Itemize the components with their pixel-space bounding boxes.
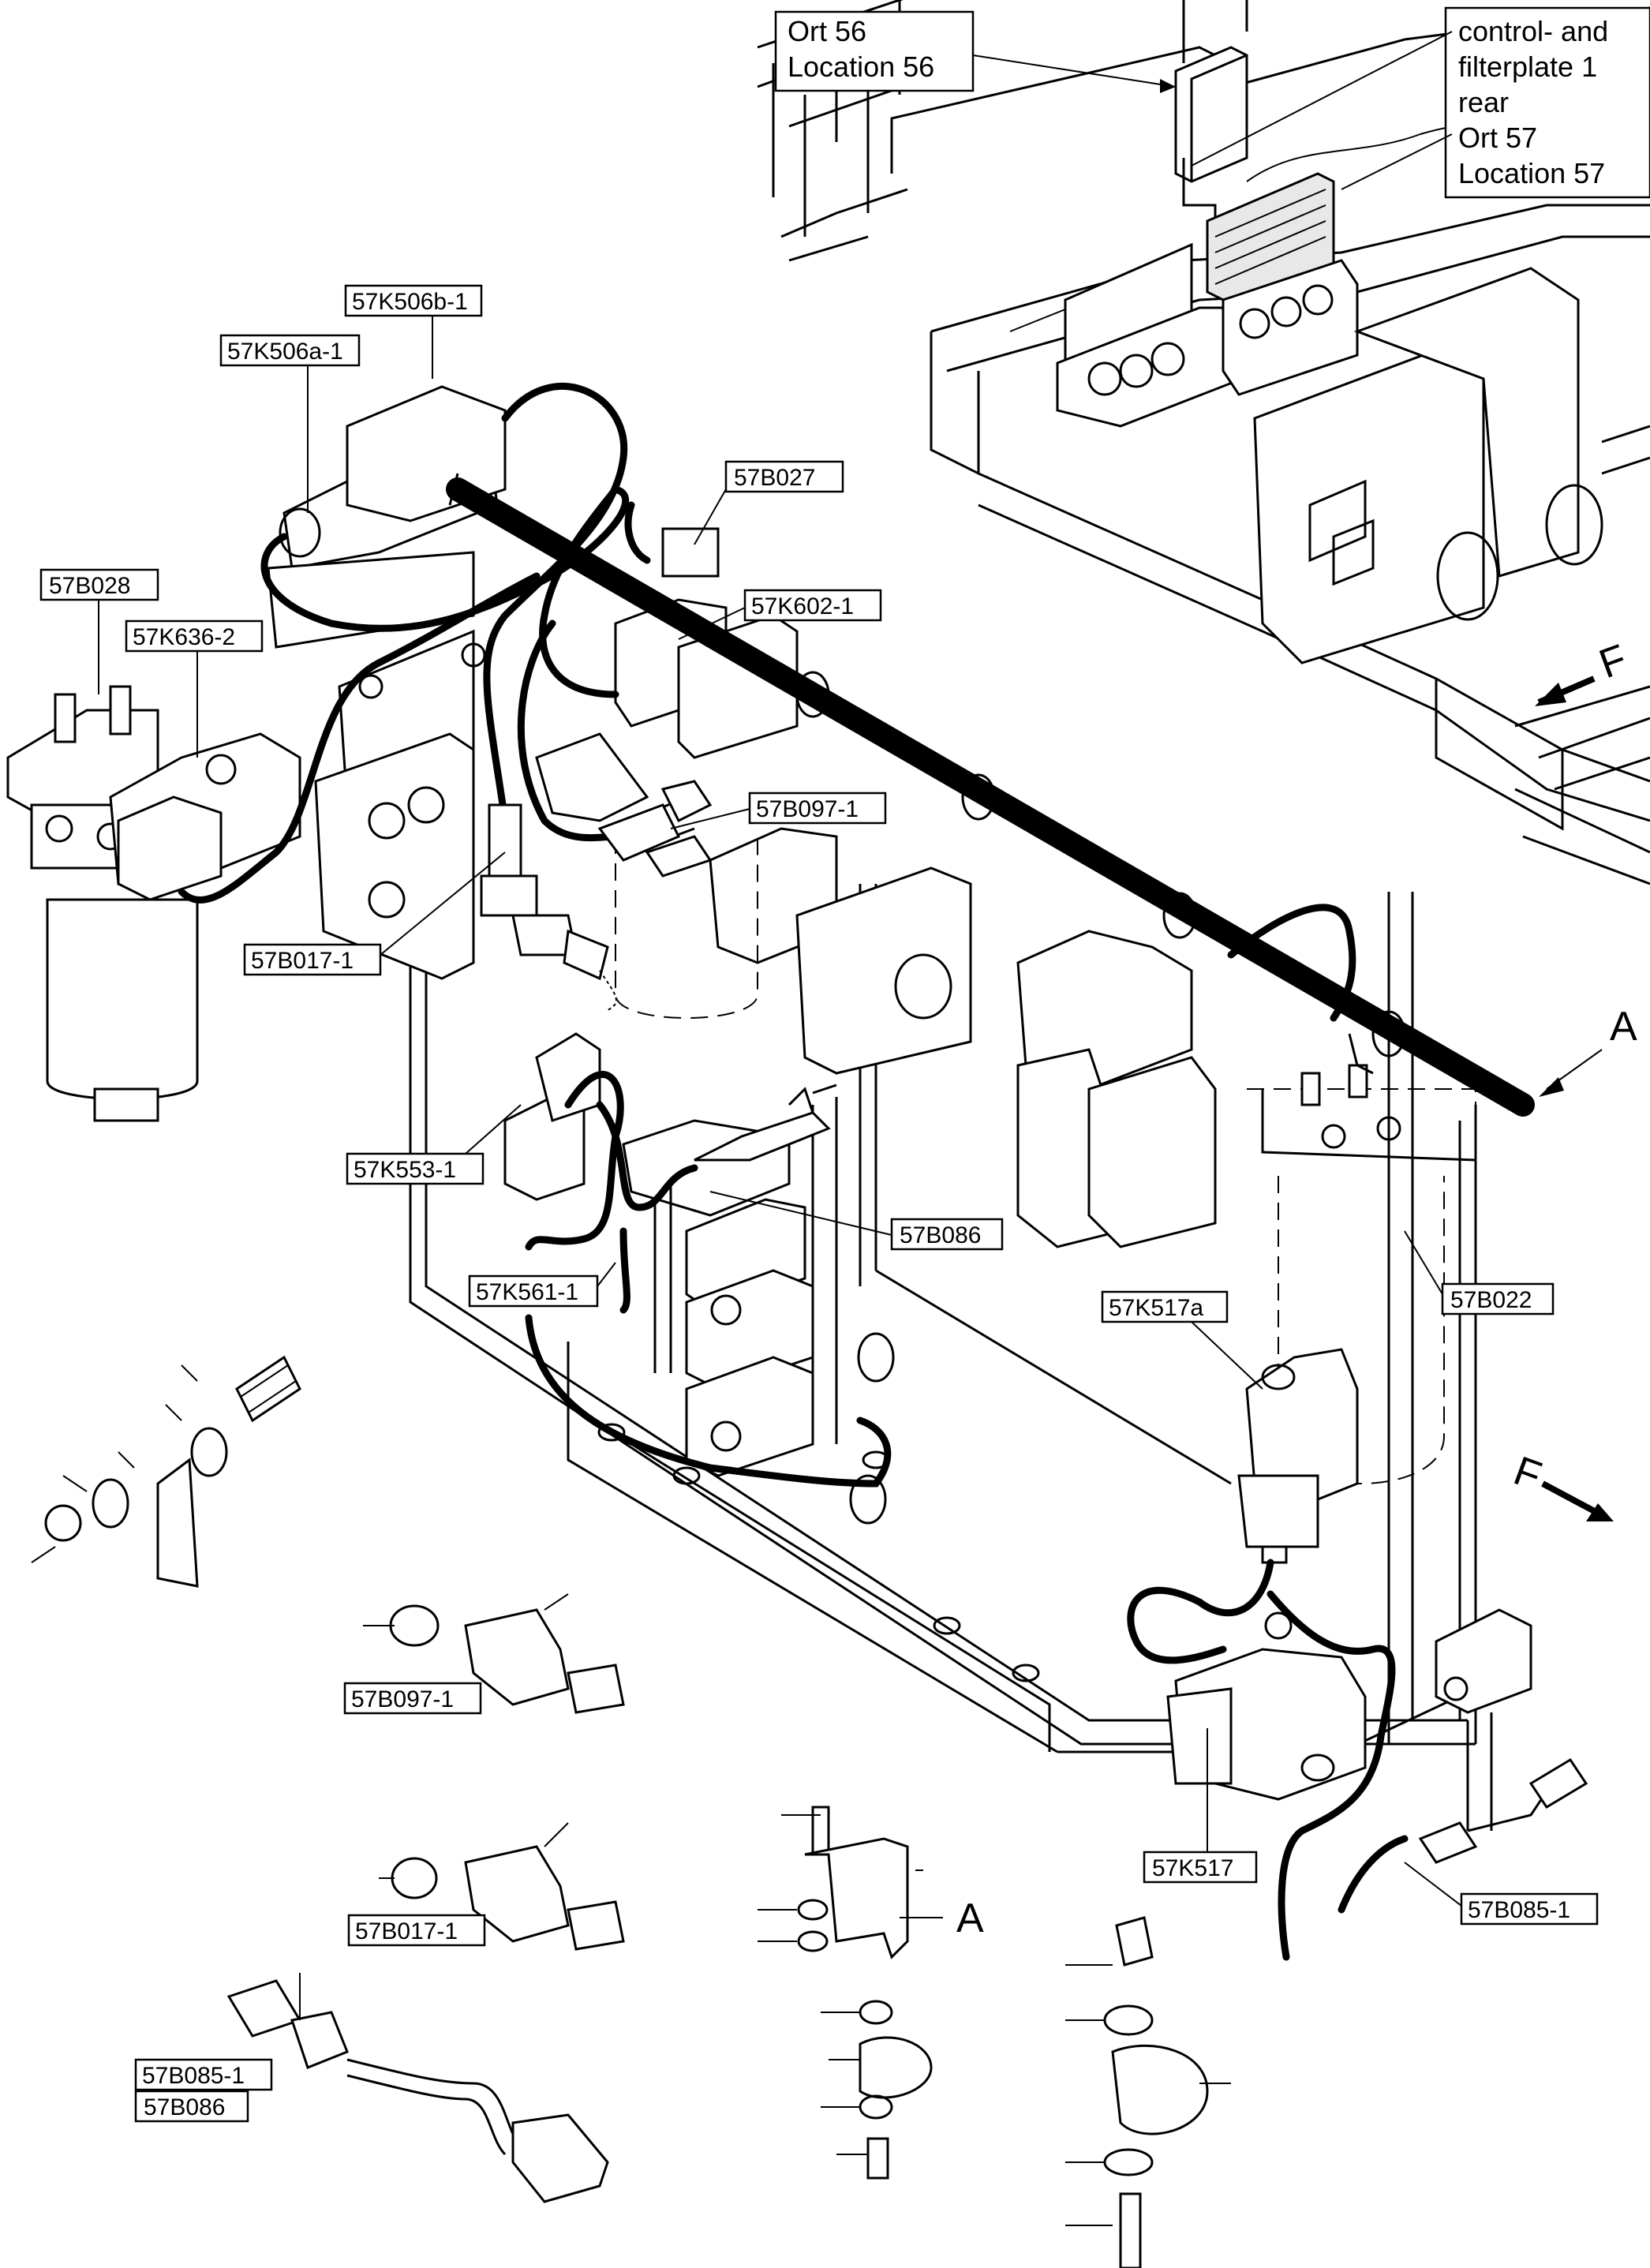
label-57b017-1-detail: 57B017-1: [347, 1914, 486, 1947]
label-57b097-1-top-text: 57B097-1: [756, 796, 859, 822]
label-57k553-1-text: 57K553-1: [354, 1157, 456, 1183]
callout-plate-line5: Location 57: [1458, 157, 1605, 189]
valve-57k506: [267, 385, 507, 980]
label-57b085-1-detail-text: 57B085-1: [142, 2063, 245, 2089]
label-57k517a: 57K517a: [1101, 1290, 1263, 1390]
label-57k636-2-text: 57K636-2: [133, 624, 235, 650]
valve-57k517a: [1237, 1348, 1359, 1564]
machine-platform: [757, 0, 1650, 885]
callout-plate-line3: rear: [1458, 86, 1509, 118]
callout-ort56-line1: Ort 56: [788, 15, 866, 47]
callout-plate-line4: Ort 57: [1458, 122, 1537, 154]
label-57k517: 57K517: [1143, 1728, 1258, 1884]
label-57b017-1-detail-text: 57B017-1: [355, 1918, 458, 1944]
label-57b028: 57B028: [39, 568, 159, 694]
sensor-57b097-1-detail: [363, 1593, 625, 1714]
label-57b022: 57B022: [1404, 1230, 1555, 1316]
valve-57k602: [535, 527, 972, 1075]
callout-plate-line2: filterplate 1: [1458, 51, 1597, 83]
label-57k517a-text: 57K517a: [1109, 1295, 1203, 1321]
label-57b027: 57B027: [694, 460, 844, 545]
callout-ort-56: Ort 56 Location 56: [774, 10, 1177, 93]
label-57b097-1-detail: 57B097-1: [343, 1682, 482, 1715]
label-57k602-1: 57K602-1: [678, 589, 882, 640]
direction-arrow-f-mid: F: [1508, 1448, 1614, 1521]
label-57k506a-1-text: 57K506a-1: [227, 339, 343, 365]
valve-center-right: [1016, 930, 1217, 1248]
sensor-57b017-1-mounted: [480, 803, 617, 1011]
sensor-57b017-1-detail: [379, 1822, 625, 1951]
direction-f-mid-text: F: [1508, 1448, 1547, 1499]
label-57b085-1-detail: 57B085-1: [134, 2058, 273, 2091]
marker-a-detail-text: A: [956, 1896, 984, 1941]
sensor-57b097-1-mounted: [597, 780, 713, 878]
wiring-cables: [178, 383, 1409, 1961]
label-57k506b-1: 57K506b-1: [344, 284, 483, 379]
callout-plate-line1: control- and: [1458, 15, 1608, 47]
label-57k517-text: 57K517: [1152, 1855, 1233, 1881]
sensor-cable-57b085-1-detail: [226, 1973, 609, 2203]
label-57b086-detail: 57B086: [134, 2090, 249, 2123]
clamp-a-detail: [758, 1806, 939, 2180]
bolt-washer-stack: [31, 1355, 301, 1588]
valve-lower-right: [1418, 1608, 1588, 1864]
label-57k506a-1: 57K506a-1: [219, 334, 361, 513]
label-57b027-text: 57B027: [734, 465, 815, 491]
label-57b017-1-top: 57B017-1: [243, 851, 506, 976]
label-57k602-1-text: 57K602-1: [751, 593, 854, 619]
label-57b086-top-text: 57B086: [900, 1222, 981, 1248]
label-57b086-detail-text: 57B086: [144, 2094, 225, 2120]
label-57k561-1: 57K561-1: [468, 1262, 616, 1308]
clamp-lower-right-detail: [1065, 1916, 1231, 2268]
label-57b086-top: 57B086: [709, 1191, 1004, 1251]
label-57b022-text: 57B022: [1450, 1287, 1532, 1313]
direction-f-top-text: F: [1593, 636, 1633, 687]
label-57b085-1-top-text: 57B085-1: [1468, 1897, 1570, 1923]
marker-a-detail: A: [900, 1896, 984, 1941]
label-57b028-text: 57B028: [49, 573, 130, 599]
marker-a-top: A: [1539, 1004, 1637, 1097]
label-57k636-2: 57K636-2: [125, 619, 264, 758]
label-57b085-1-top: 57B085-1: [1404, 1862, 1599, 1926]
marker-a-top-text: A: [1610, 1004, 1637, 1050]
label-57k553-1: 57K553-1: [346, 1104, 522, 1185]
callout-filterplate: control- and filterplate 1 rear Ort 57 L…: [1191, 6, 1650, 199]
label-57b017-1-top-text: 57B017-1: [251, 948, 354, 974]
filter-57b028: [6, 685, 199, 1122]
label-57b097-1-top: 57B097-1: [670, 792, 887, 829]
valve-57k636-2: [109, 732, 301, 901]
callout-ort56-line2: Location 56: [788, 51, 934, 83]
label-57k561-1-text: 57K561-1: [476, 1279, 578, 1305]
direction-arrow-f-top: F: [1535, 636, 1633, 706]
label-57k506b-1-text: 57K506b-1: [352, 289, 468, 315]
label-57b097-1-detail-text: 57B097-1: [351, 1686, 454, 1712]
valve-57k517: [1166, 1648, 1367, 1801]
valve-57k553: [503, 1032, 895, 1525]
